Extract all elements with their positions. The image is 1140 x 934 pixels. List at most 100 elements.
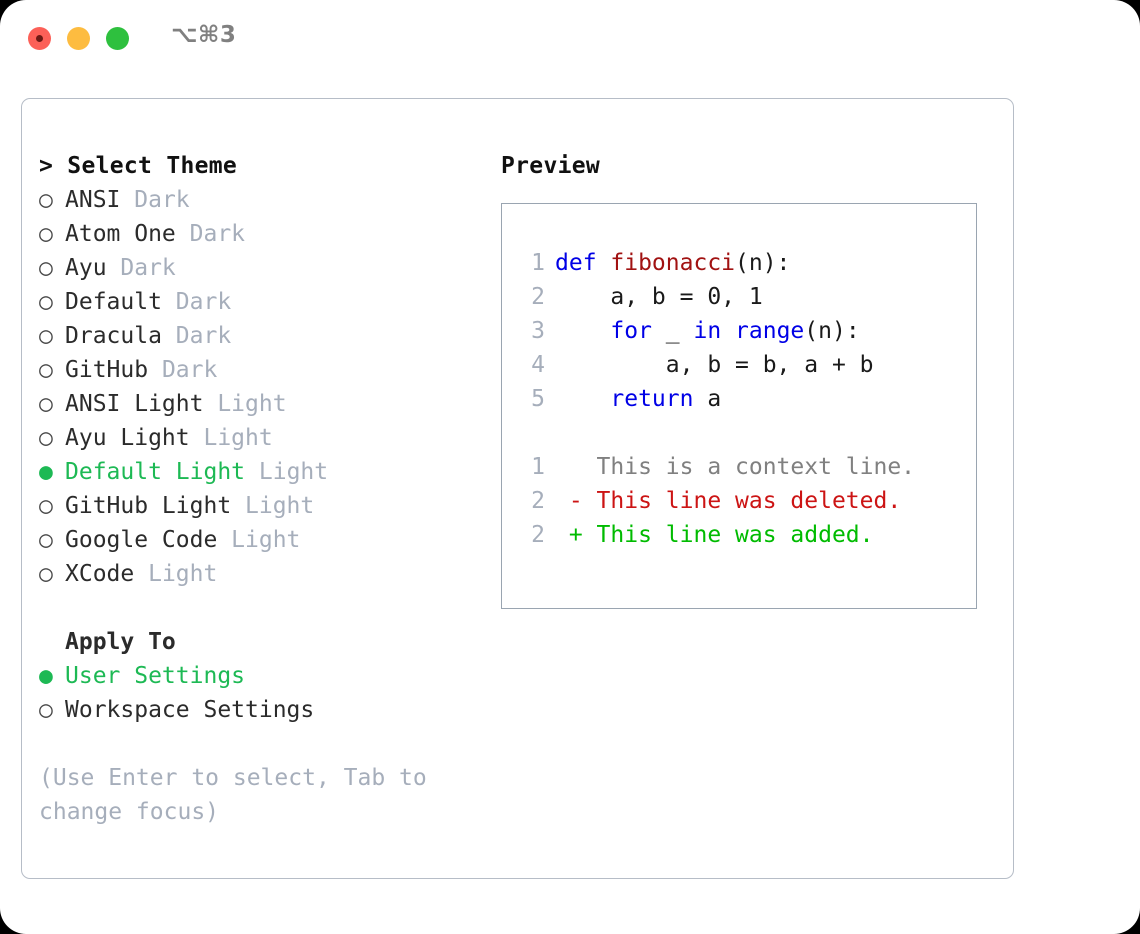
theme-select-column: > Select Theme ○ANSI Dark○Atom One Dark○… <box>39 149 489 829</box>
line-number: 2 <box>531 284 545 310</box>
radio-unselected-icon: ○ <box>39 561 53 587</box>
theme-option-label: Dracula <box>65 323 176 349</box>
code-token: (n): <box>804 318 860 344</box>
radio-selected-icon: ● <box>39 663 53 689</box>
diff-line-text: + This line was added. <box>555 522 874 548</box>
theme-option-xcode[interactable]: ○ XCode Light <box>39 557 489 591</box>
line-number: 2 <box>531 488 545 514</box>
theme-option-github[interactable]: ○ GitHub Dark <box>39 353 489 387</box>
theme-option-tag: Light <box>231 527 301 553</box>
apply-to-heading: Apply To <box>65 629 176 655</box>
code-line: 3 for _ in range(n): <box>519 314 915 348</box>
theme-option-atom-one[interactable]: ○ Atom One Dark <box>39 217 489 251</box>
theme-option-label: XCode <box>65 561 149 587</box>
theme-option-list[interactable]: ○ANSI Dark○Atom One Dark○Ayu Dark○Defaul… <box>39 183 489 591</box>
diff-line-text: This is a context line. <box>555 454 916 480</box>
apply-to-option-user-settings[interactable]: ●User Settings <box>39 659 489 693</box>
keyboard-hint-text: (Use Enter to select, Tab to change focu… <box>39 765 441 825</box>
code-line: 1 def fibonacci(n): <box>519 246 915 280</box>
code-token: a, b = 0, 1 <box>555 284 763 310</box>
diff-line-text: - This line was deleted. <box>555 488 902 514</box>
theme-option-label: ANSI <box>65 187 135 213</box>
radio-unselected-icon: ○ <box>39 425 53 451</box>
theme-option-tag: Light <box>217 391 287 417</box>
theme-option-label: GitHub <box>65 357 162 383</box>
theme-option-ansi[interactable]: ○ANSI Dark <box>39 183 489 217</box>
theme-option-tag: Light <box>245 493 315 519</box>
theme-option-ayu-light[interactable]: ○ Ayu Light Light <box>39 421 489 455</box>
code-token: fibonacci <box>610 250 736 276</box>
theme-option-label: Default <box>65 289 176 315</box>
radio-unselected-icon: ○ <box>39 255 53 281</box>
theme-option-label: GitHub Light <box>65 493 246 519</box>
apply-to-option-workspace-settings[interactable]: ○ Workspace Settings <box>39 693 489 727</box>
radio-unselected-icon: ○ <box>39 323 53 349</box>
radio-unselected-icon: ○ <box>39 527 53 553</box>
line-number: 1 <box>531 454 545 480</box>
theme-option-tag: Dark <box>189 221 246 247</box>
line-number: 5 <box>531 386 545 412</box>
code-line: 4 a, b = b, a + b <box>519 348 915 382</box>
theme-option-tag: Light <box>258 459 329 485</box>
radio-unselected-icon: ○ <box>39 391 53 417</box>
theme-option-label: Ayu <box>65 255 121 281</box>
theme-option-label: Ayu Light <box>65 425 204 451</box>
radio-unselected-icon: ○ <box>39 357 53 383</box>
code-token: range <box>735 318 805 344</box>
theme-option-tag: Dark <box>161 357 218 383</box>
radio-unselected-icon: ○ <box>39 493 53 519</box>
theme-picker-panel: > Select Theme ○ANSI Dark○Atom One Dark○… <box>21 98 1014 879</box>
window-titlebar: ⌥⌘3 <box>0 0 1140 78</box>
code-token: a, b = b, a + b <box>555 352 874 378</box>
code-token: def <box>555 250 611 276</box>
theme-option-tag: Dark <box>134 187 190 213</box>
apply-to-option-list[interactable]: ●User Settings ○ Workspace Settings <box>39 659 489 727</box>
theme-option-google-code[interactable]: ○ Google Code Light <box>39 523 489 557</box>
minimize-button[interactable] <box>67 27 90 50</box>
theme-option-label: Google Code <box>65 527 232 553</box>
theme-option-github-light[interactable]: ○ GitHub Light Light <box>39 489 489 523</box>
radio-unselected-icon: ○ <box>39 289 53 315</box>
theme-option-label: Atom One <box>65 221 190 247</box>
theme-option-label: Default Light <box>65 459 259 485</box>
code-token <box>555 386 610 412</box>
code-token: in <box>693 318 722 344</box>
theme-option-label: ANSI Light <box>65 391 218 417</box>
line-number: 4 <box>531 352 545 378</box>
theme-option-ayu[interactable]: ○ Ayu Dark <box>39 251 489 285</box>
theme-option-default-light[interactable]: ●Default Light Light <box>39 455 489 489</box>
code-token: _ <box>651 318 694 344</box>
theme-option-tag: Light <box>148 561 218 587</box>
theme-option-tag: Dark <box>120 255 176 281</box>
diff-line-add: 2 + This line was added. <box>519 518 915 552</box>
code-line: 5 return a <box>519 382 915 416</box>
code-token: a <box>693 386 722 412</box>
diff-line-ctx: 1 This is a context line. <box>519 450 915 484</box>
radio-unselected-icon: ○ <box>39 221 53 247</box>
close-button[interactable] <box>28 27 51 50</box>
code-token: return <box>610 386 694 412</box>
code-token <box>555 318 610 344</box>
line-number: 2 <box>531 522 545 548</box>
theme-option-tag: Dark <box>175 289 232 315</box>
preview-title: Preview <box>501 153 601 179</box>
theme-option-dracula[interactable]: ○Dracula Dark <box>39 319 489 353</box>
maximize-button[interactable] <box>106 27 129 50</box>
code-line: 2 a, b = 0, 1 <box>519 280 915 314</box>
line-number: 3 <box>531 318 545 344</box>
theme-option-default[interactable]: ○ Default Dark <box>39 285 489 319</box>
code-token <box>721 318 735 344</box>
code-token: (n): <box>735 250 791 276</box>
code-blank-line <box>519 416 915 450</box>
diff-line-del: 2 - This line was deleted. <box>519 484 915 518</box>
theme-option-tag: Light <box>203 425 273 451</box>
radio-unselected-icon: ○ <box>39 697 53 723</box>
code-token: for <box>610 318 652 344</box>
apply-to-option-label: Workspace Settings <box>65 697 315 723</box>
theme-option-ansi-light[interactable]: ○ ANSI Light Light <box>39 387 489 421</box>
line-number: 1 <box>531 250 545 276</box>
